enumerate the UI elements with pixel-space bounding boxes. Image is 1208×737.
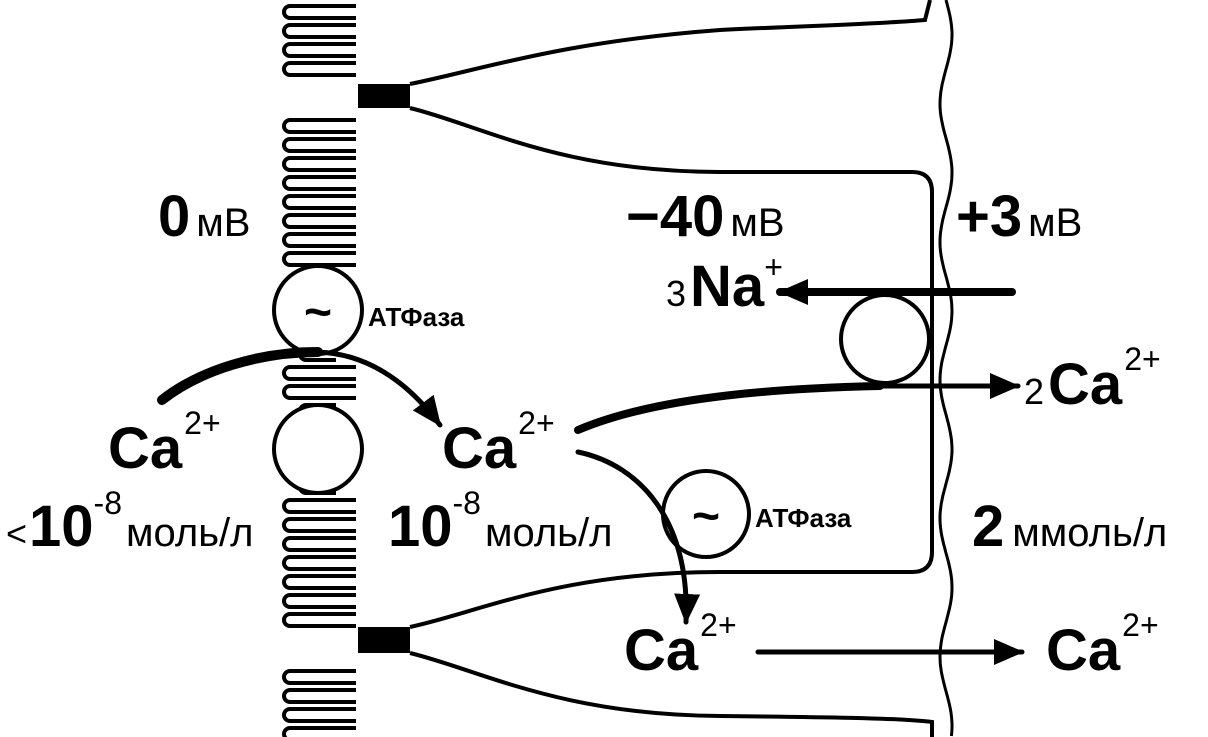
ca-entry-arrow-tail <box>157 347 323 405</box>
tight-junction-top <box>358 84 410 108</box>
microvillus <box>282 707 356 723</box>
microvillus <box>282 726 356 737</box>
microvillus <box>282 498 356 514</box>
calcium-interstitium-label: Ca2+ <box>1046 607 1159 683</box>
microvillus <box>282 612 356 628</box>
microvillus <box>282 536 356 552</box>
microvillus <box>282 42 356 58</box>
apical-atpase-label: АТФаза <box>368 302 465 332</box>
lower-cell-border <box>409 651 934 737</box>
apical-calcium-channel <box>272 403 364 495</box>
microvillus <box>282 669 356 685</box>
basolateral-atp-symbol: ~ <box>692 490 720 543</box>
microvillus <box>282 137 356 153</box>
microvillus <box>282 175 356 191</box>
microvillus <box>282 23 356 39</box>
ca-entry-arrow-head <box>315 349 443 428</box>
cytosol-concentration: 10-8моль/л <box>388 485 612 559</box>
microvillus <box>282 517 356 533</box>
microvillus <box>282 3 356 20</box>
ca-to-exchanger-arrow <box>574 382 884 434</box>
basolateral-na-ca-exchanger <box>839 293 931 385</box>
basolateral-atpase-label: АТФаза <box>755 503 852 533</box>
microvillus <box>282 194 356 210</box>
calcium-lumen-label: Ca2+ <box>108 405 221 481</box>
calcium-exchanger-output-label: 2Ca2+ <box>1024 341 1161 417</box>
microvillus <box>282 574 356 590</box>
calcium-atpase-output-label: Ca2+ <box>624 607 737 683</box>
calcium-cytosol-label: Ca2+ <box>442 405 555 481</box>
microvillus <box>282 118 356 134</box>
microvillus <box>282 61 356 77</box>
microvillus <box>282 232 356 248</box>
microvillus <box>282 156 356 172</box>
microvillus <box>282 555 356 571</box>
microvillus <box>282 384 356 400</box>
apical-atp-symbol: ~ <box>304 286 332 339</box>
microvillus <box>282 251 356 267</box>
sodium-ion-label: 3Na+ <box>666 249 783 319</box>
brush-border-microvilli <box>282 3 356 737</box>
basement-membrane <box>938 0 954 737</box>
microvillus <box>282 213 356 229</box>
upper-cell-border <box>409 0 932 86</box>
microvillus <box>282 688 356 704</box>
microvillus <box>282 365 356 381</box>
ca-to-atpase-arrow <box>575 449 701 625</box>
central-cell-outline <box>409 106 934 629</box>
microvillus <box>282 593 356 609</box>
lumen-concentration: <10-8моль/л <box>6 485 254 559</box>
tight-junction-bottom <box>358 627 410 653</box>
